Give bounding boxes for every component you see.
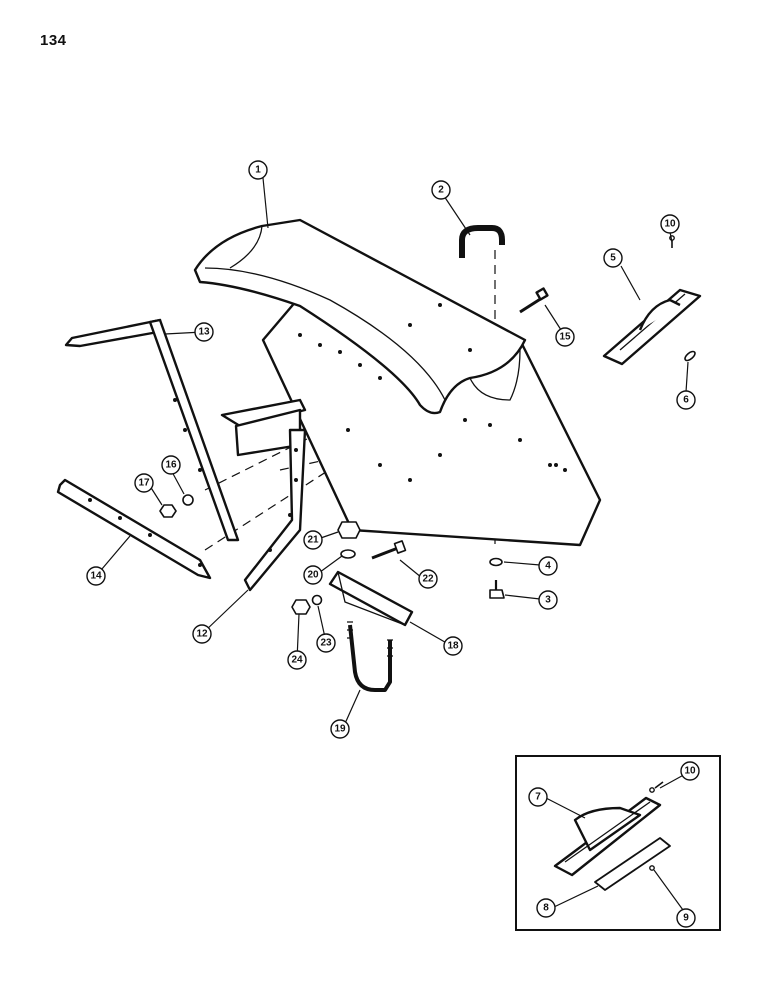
inset-screw-9 [649, 865, 655, 871]
svg-text:8: 8 [543, 903, 549, 914]
callout-20: 20 [303, 565, 323, 585]
svg-text:10: 10 [664, 219, 676, 230]
callout-1: 1 [248, 160, 268, 180]
svg-text:16: 16 [165, 460, 177, 471]
grab-handle [459, 225, 505, 258]
svg-text:4: 4 [545, 561, 551, 572]
svg-text:17: 17 [138, 478, 150, 489]
callout-10: 10 [660, 214, 680, 234]
callout-8: 8 [536, 898, 556, 918]
svg-text:3: 3 [545, 595, 551, 606]
svg-text:19: 19 [334, 724, 346, 735]
callout-18: 18 [443, 636, 463, 656]
inset-lens [594, 837, 671, 891]
bolt-15 [519, 287, 549, 314]
callout-5: 5 [603, 248, 623, 268]
callout-16: 16 [161, 455, 181, 475]
angle-bracket [328, 570, 414, 627]
svg-text:12: 12 [196, 629, 208, 640]
callout-10-inset: 10 [680, 761, 700, 781]
callout-4: 4 [538, 556, 558, 576]
washer-23 [311, 594, 323, 606]
callout-23: 23 [316, 633, 336, 653]
callout-17: 17 [134, 473, 154, 493]
washer-16 [182, 494, 194, 506]
svg-text:13: 13 [198, 327, 210, 338]
nut-17 [159, 504, 177, 518]
svg-text:23: 23 [320, 638, 332, 649]
callout-13: 13 [194, 322, 214, 342]
callout-24: 24 [287, 650, 307, 670]
inset-screw-10 [649, 781, 664, 793]
svg-text:20: 20 [307, 570, 319, 581]
svg-text:5: 5 [610, 253, 616, 264]
callout-6: 6 [676, 390, 696, 410]
svg-text:1: 1 [255, 165, 261, 176]
svg-text:9: 9 [683, 913, 689, 924]
svg-text:18: 18 [447, 641, 459, 652]
svg-text:21: 21 [307, 535, 319, 546]
mount-bracket [220, 398, 307, 592]
bolt-22 [371, 540, 407, 560]
fender [193, 218, 602, 547]
svg-text:15: 15 [559, 332, 571, 343]
support-bar [64, 318, 240, 542]
callout-7: 7 [528, 787, 548, 807]
callout-3: 3 [538, 590, 558, 610]
nut-24 [291, 599, 311, 615]
svg-text:14: 14 [90, 571, 102, 582]
svg-text:6: 6 [683, 395, 689, 406]
callout-22: 22 [418, 569, 438, 589]
callout-21: 21 [303, 530, 323, 550]
strap [56, 478, 212, 580]
svg-text:22: 22 [422, 574, 434, 585]
u-bolt [347, 621, 393, 692]
nut-21 [337, 521, 361, 539]
inset-frame [515, 755, 721, 931]
svg-text:7: 7 [535, 792, 541, 803]
washer-4 [489, 557, 503, 567]
inset-lamp-housing [553, 796, 662, 877]
svg-text:2: 2 [438, 185, 444, 196]
clip-6 [684, 350, 696, 362]
washer-20 [340, 549, 356, 559]
callout-15: 15 [555, 327, 575, 347]
page-number: 134 [40, 32, 67, 49]
callout-12: 12 [192, 624, 212, 644]
svg-text:10: 10 [684, 766, 696, 777]
callout-14: 14 [86, 566, 106, 586]
callout-9: 9 [676, 908, 696, 928]
callout-2: 2 [431, 180, 451, 200]
svg-text:24: 24 [291, 655, 303, 666]
callout-19: 19 [330, 719, 350, 739]
lamp-bracket [602, 288, 702, 366]
bolt-3 [489, 580, 505, 599]
